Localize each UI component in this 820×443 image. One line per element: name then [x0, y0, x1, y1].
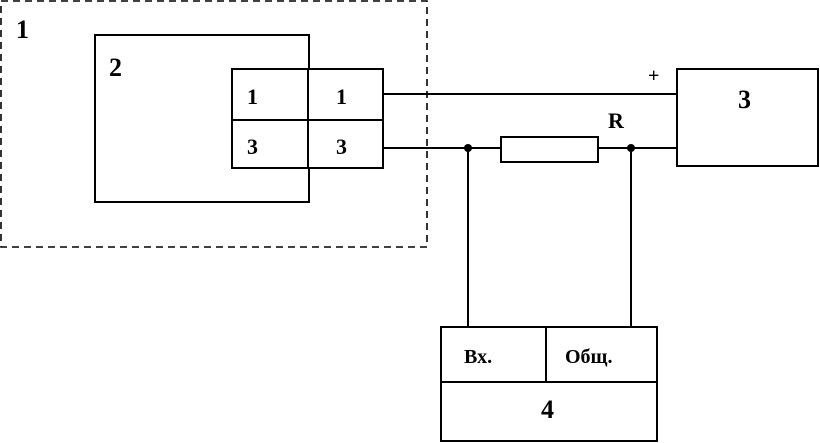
block-3-box	[676, 68, 819, 167]
connector-pin-right-1: 1	[336, 84, 347, 109]
block-4-label: 4	[541, 395, 554, 424]
connector-pin-left-1: 1	[247, 84, 258, 109]
connector-pin-right-3: 3	[336, 134, 347, 159]
connector-pin-left-3: 3	[247, 134, 258, 159]
meter-input-terminal-label: Вх.	[464, 346, 492, 368]
connector: 1 1 3 3	[231, 68, 384, 169]
meter-common-terminal-label: Общ.	[565, 346, 612, 368]
resistor	[500, 136, 599, 163]
block-4-box	[440, 326, 658, 442]
block-2-label: 2	[109, 53, 122, 82]
polarity-plus-label: +	[648, 65, 659, 87]
block-3-label: 3	[738, 85, 751, 114]
resistor-label: R	[608, 108, 625, 133]
block-1-label: 1	[16, 15, 29, 44]
